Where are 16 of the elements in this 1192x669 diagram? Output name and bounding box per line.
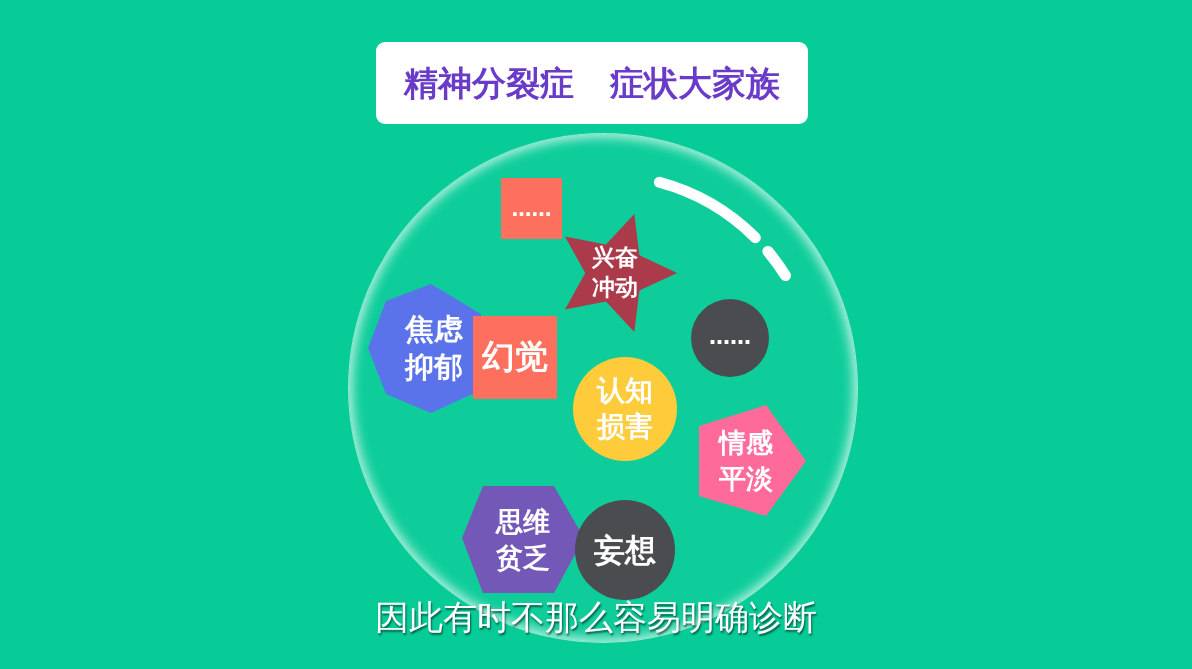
node-label: 认知损害 — [595, 372, 654, 445]
heptagon-shape — [368, 284, 481, 413]
square-tile — [501, 178, 562, 239]
node-label: 幻觉 — [482, 336, 548, 379]
subtitle-caption: 因此有时不那么容易明确诊断 — [375, 596, 817, 638]
square-tile — [473, 316, 557, 399]
node-label: …… — [709, 324, 751, 352]
node-label: 妄想 — [594, 530, 656, 570]
node-label: 思维贫乏 — [494, 505, 551, 575]
star-shape — [564, 214, 677, 332]
pentagon-shape — [699, 405, 806, 516]
node-label: 情感平淡 — [717, 426, 775, 496]
title-banner: 精神分裂症 症状大家族 — [376, 42, 808, 124]
node-label: 焦虑抑郁 — [403, 310, 464, 386]
node-label: …… — [511, 195, 552, 222]
node-label: 兴奋冲动 — [590, 243, 639, 302]
